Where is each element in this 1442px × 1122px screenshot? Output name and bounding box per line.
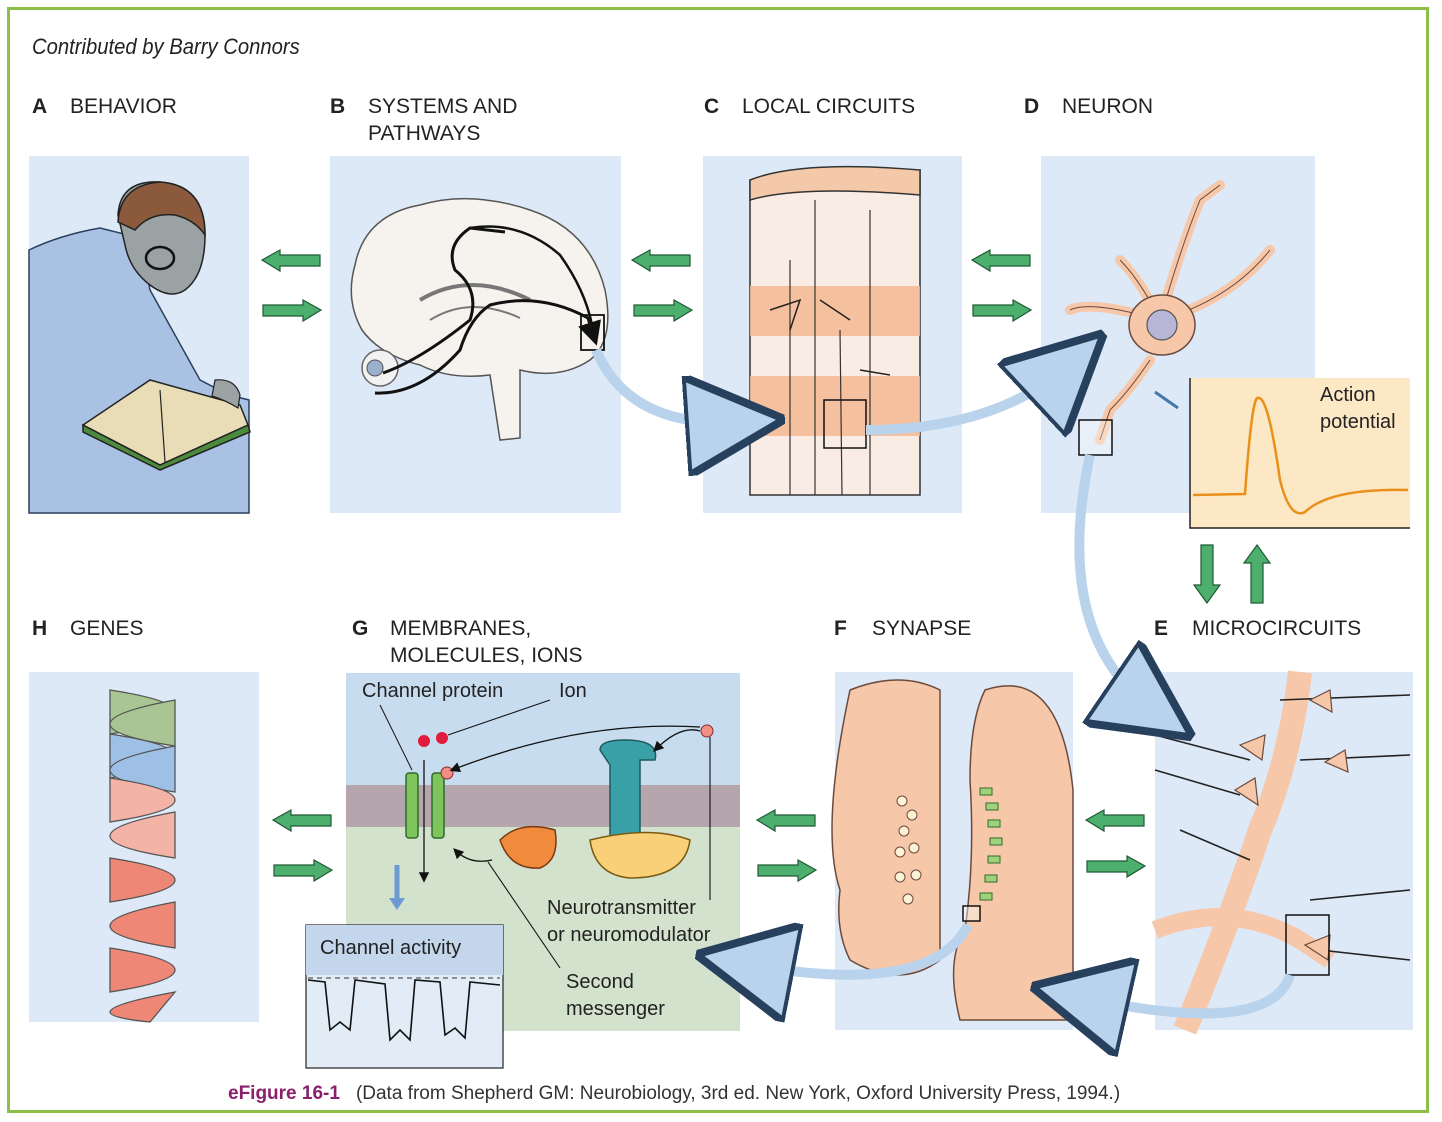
arrow-e-to-f — [1084, 808, 1145, 833]
panel-e-label: E MICROCIRCUITS — [1154, 615, 1361, 642]
second-messenger-label-line2: messenger — [566, 998, 665, 1020]
person-reading-illustration — [28, 181, 251, 514]
figure-caption: eFigure 16-1 (Data from Shepherd GM: Neur… — [228, 1083, 1120, 1105]
panel-b-label: B SYSTEMS AND PATHWAYS — [330, 93, 517, 147]
panel-g-title-line1: MEMBRANES, — [390, 617, 532, 640]
microcircuit-illustration — [1151, 670, 1411, 1035]
second-messenger-label: Second messenger — [566, 969, 665, 1023]
panel-a-title: BEHAVIOR — [70, 95, 177, 118]
synapse-illustration — [831, 679, 1074, 1021]
second-messenger-label-line1: Second — [566, 971, 634, 993]
zoom-arrow-c-to-d — [865, 360, 1075, 430]
panel-h-letter: H — [32, 617, 48, 640]
panel-g-label: G MEMBRANES, MOLECULES, IONS — [352, 615, 583, 669]
panel-e-title: MICROCIRCUITS — [1192, 617, 1362, 640]
panel-h-title: GENES — [70, 617, 144, 640]
zoom-arrow-f-to-g — [735, 925, 973, 975]
ion-label: Ion — [559, 680, 587, 702]
panel-d-title: NEURON — [1062, 95, 1154, 118]
panel-g-title-line2: MOLECULES, IONS — [390, 644, 583, 667]
panel-f-letter: F — [834, 617, 847, 640]
zoom-arrow-d-to-e — [1074, 453, 1160, 715]
channel-activity-label: Channel activity — [320, 937, 462, 959]
arrow-c-to-b — [630, 248, 691, 273]
panel-d-letter: D — [1024, 95, 1040, 118]
panel-d-label: D NEURON — [1024, 93, 1153, 120]
panel-c-letter: C — [704, 95, 720, 118]
arrow-b-to-c — [633, 298, 694, 323]
action-potential-label: Action potential — [1320, 382, 1396, 436]
channel-protein-label: Channel protein — [362, 680, 504, 702]
cortical-column-illustration — [749, 165, 921, 496]
neurotransmitter-label-line1: Neurotransmitter — [547, 897, 696, 919]
panel-a-label: A BEHAVIOR — [32, 93, 177, 120]
panel-h-label: H GENES — [32, 615, 144, 642]
arrow-g-to-f — [757, 858, 818, 883]
panel-c-label: C LOCAL CIRCUITS — [704, 93, 915, 120]
panel-e-letter: E — [1154, 617, 1169, 640]
arrow-g-to-h — [271, 808, 332, 833]
arrow-h-to-g — [273, 858, 334, 883]
arrow-a-to-b — [262, 298, 323, 323]
neurotransmitter-label-line2: or neuromodulator — [547, 924, 711, 946]
panel-g-letter: G — [352, 617, 369, 640]
panel-b-title-line2: PATHWAYS — [368, 122, 481, 145]
arrow-f-to-g — [755, 808, 816, 833]
panel-a-letter: A — [32, 95, 48, 118]
panel-b-title-line1: SYSTEMS AND — [368, 95, 518, 118]
action-potential-label-line2: potential — [1320, 411, 1396, 433]
brain-illustration — [350, 197, 609, 441]
blue-zoom-arrows — [591, 347, 1295, 1013]
zoom-arrow-e-to-f — [1070, 975, 1295, 1013]
panel-c-title: LOCAL CIRCUITS — [742, 95, 916, 118]
figure-frame — [7, 7, 1429, 1113]
membrane-illustration — [305, 673, 740, 1069]
arrow-c-to-d — [972, 298, 1033, 323]
panel-f-label: F SYNAPSE — [834, 615, 971, 642]
caption-text: (Data from Shepherd GM: Neurobiology, 3r… — [355, 1083, 1121, 1104]
arrow-d-to-c — [970, 248, 1031, 273]
arrow-f-to-e — [1086, 854, 1147, 879]
panel-f-title: SYNAPSE — [872, 617, 972, 640]
neurotransmitter-label: Neurotransmitter or neuromodulator — [547, 895, 710, 949]
zoom-arrow-b-to-c — [591, 347, 745, 423]
figure-id: eFigure 16-1 — [228, 1083, 340, 1104]
arrow-d-to-e — [1192, 544, 1222, 605]
arrow-b-to-a — [260, 248, 321, 273]
panel-b-letter: B — [330, 95, 346, 118]
green-transition-arrows — [260, 248, 1272, 883]
action-potential-plot — [1154, 378, 1410, 529]
arrow-e-to-d — [1242, 543, 1272, 604]
action-potential-label-line1: Action — [1320, 384, 1376, 406]
dna-helix-illustration — [109, 689, 177, 1023]
credit-line: Contributed by Barry Connors — [32, 34, 300, 59]
